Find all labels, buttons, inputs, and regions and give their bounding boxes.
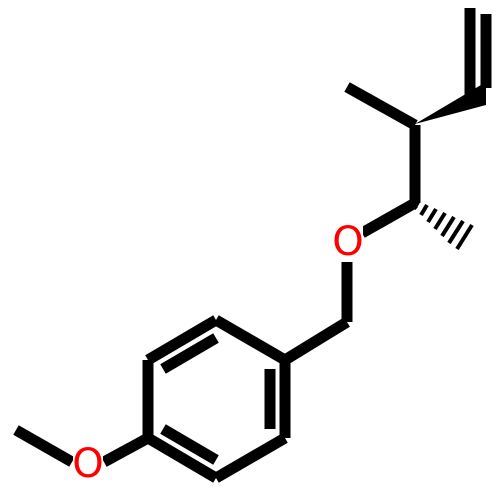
benzene-ring — [142, 315, 291, 483]
bond-methoxy-methyl — [13, 425, 75, 467]
wedge-bond-c3-vinyl — [415, 82, 486, 124]
ether-oxygen-atom: O — [332, 219, 363, 265]
methoxy-oxygen-background — [73, 448, 103, 480]
bond-c2-oxygen — [359, 198, 418, 238]
hashed-bond-c2-methyl — [412, 201, 474, 251]
bond-ring-methoxy-oxygen — [101, 433, 151, 467]
vinyl-double-bond — [464, 8, 492, 95]
methoxy-oxygen-atom: O — [72, 441, 103, 487]
ether-oxygen-background — [333, 226, 363, 258]
bond-c3-methyl — [344, 82, 418, 130]
ether-oxygen-label: O — [332, 219, 363, 265]
bond-ch2-ring — [282, 317, 350, 365]
methoxy-oxygen-label: O — [72, 441, 103, 487]
